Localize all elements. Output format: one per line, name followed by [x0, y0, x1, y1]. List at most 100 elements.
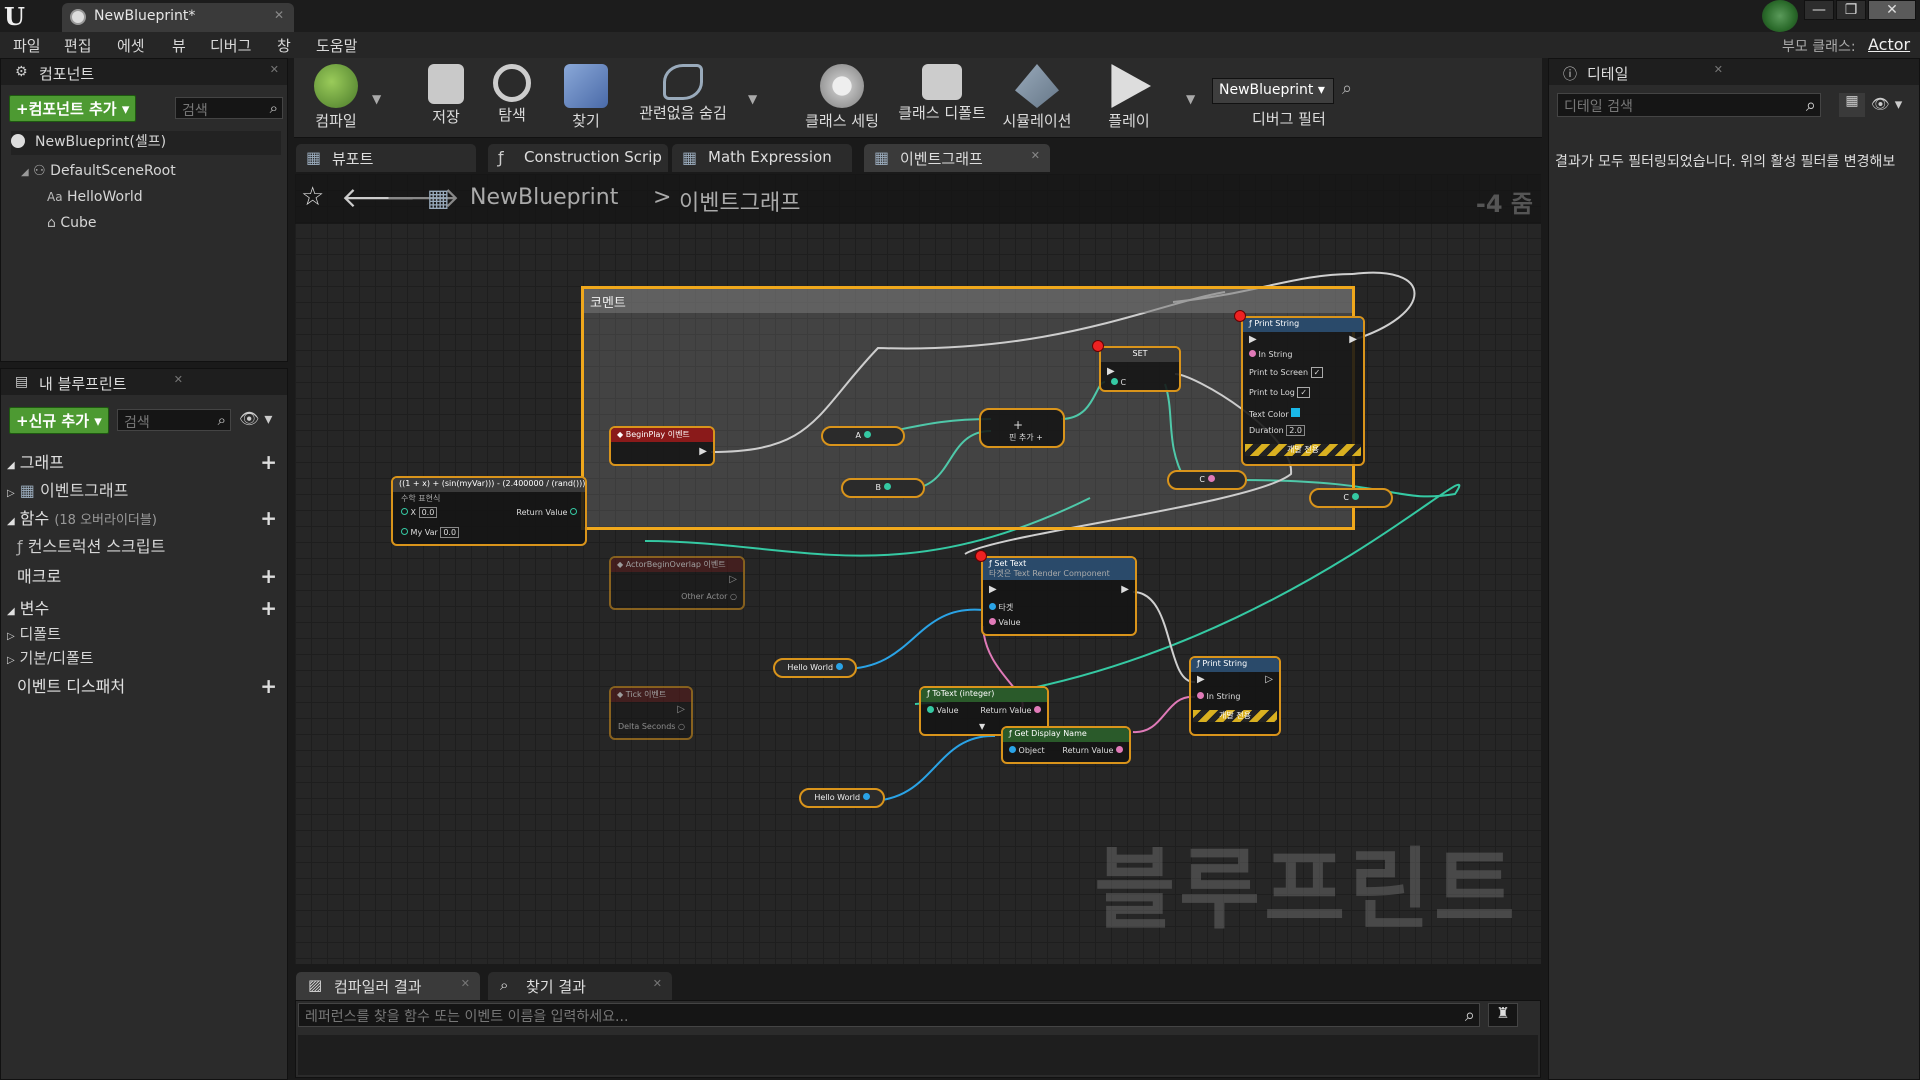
close-tab-icon[interactable]: ✕	[652, 977, 662, 990]
exec-out-pin-icon[interactable]: ▶	[1349, 334, 1357, 345]
exec-in-pin-icon[interactable]: ▶	[1249, 334, 1257, 345]
pin-other-actor[interactable]: Other Actor ○	[681, 592, 737, 601]
expand-arrow-icon[interactable]: ▷	[7, 655, 15, 666]
class-settings-button[interactable]: 클래스 세팅	[794, 58, 890, 136]
expand-arrow-icon[interactable]: ▷	[7, 631, 15, 642]
exec-out-pin-icon[interactable]: ▶	[699, 446, 707, 457]
pin-in-string[interactable]: In String	[1249, 350, 1292, 359]
source-control-icon[interactable]	[1762, 0, 1798, 32]
breakpoint-icon[interactable]	[1092, 340, 1104, 352]
pin-c[interactable]: C	[1111, 378, 1126, 387]
pin-duration[interactable]: Duration 2.0	[1249, 425, 1306, 436]
exec-out-pin-icon[interactable]: ▷	[1265, 674, 1273, 685]
document-tab[interactable]: NewBlueprint* ✕	[62, 3, 294, 32]
tree-item-self[interactable]: NewBlueprint(셀프)	[11, 131, 281, 155]
maximize-button[interactable]: ❐	[1836, 0, 1866, 20]
section-event-dispatchers[interactable]: 이벤트 디스패처 +	[1, 673, 287, 699]
menu-window[interactable]: 창	[277, 37, 291, 55]
pin-duration-value[interactable]: 2.0	[1286, 425, 1306, 436]
expand-arrow-icon[interactable]: ▷	[7, 488, 15, 499]
tree-item-default-scene-root[interactable]: ◢ ⚇ DefaultSceneRoot	[21, 163, 176, 179]
close-panel-icon[interactable]: ✕	[1713, 63, 1723, 76]
components-search-input[interactable]: 검색 ⌕	[175, 97, 283, 119]
section-graphs[interactable]: ◢ 그래프 +	[1, 449, 287, 475]
pin-return-value[interactable]: Return Value	[1062, 746, 1123, 755]
close-tab-icon[interactable]: ✕	[1030, 149, 1040, 162]
item-base-default-category[interactable]: ▷ 기본/디폴트	[7, 647, 94, 668]
close-window-button[interactable]: ✕	[1868, 0, 1916, 20]
node-print-string-2[interactable]: ƒ Print String ▶ ▷ In String 개발 전용	[1189, 656, 1281, 736]
node-var-c-getter[interactable]: C	[1167, 470, 1247, 490]
comment-box[interactable]: 코멘트	[581, 286, 1355, 530]
debug-search-icon[interactable]: ⌕	[1342, 78, 1353, 99]
expand-options-icon[interactable]: ▼	[979, 722, 986, 731]
pin-value[interactable]: Value	[927, 706, 959, 715]
pin-delta-seconds[interactable]: Delta Seconds ○	[617, 722, 685, 731]
pin-x-value[interactable]: 0.0	[418, 507, 438, 518]
tab-compiler-results[interactable]: ▨컴파일러 결과 ✕	[296, 972, 480, 1000]
find-button[interactable]: 찾기	[546, 58, 626, 136]
simulation-button[interactable]: 시뮬레이션	[994, 58, 1080, 136]
item-default-category[interactable]: ▷ 디폴트	[7, 623, 61, 644]
tab-viewport[interactable]: ▦뷰포트	[296, 144, 476, 172]
node-hello-world-ref[interactable]: Hello World	[773, 658, 857, 678]
menu-edit[interactable]: 편집	[64, 37, 92, 55]
close-tab-icon[interactable]: ✕	[273, 8, 284, 22]
event-graph-canvas[interactable]: ☆ 🡐 🡒 ▦ NewBlueprint > 이벤트그래프 -4 줌 코멘트 (…	[295, 174, 1541, 964]
breadcrumb-blueprint[interactable]: NewBlueprint	[470, 185, 619, 210]
close-tab-icon[interactable]: ✕	[460, 977, 470, 990]
exec-in-pin-icon[interactable]: ▶	[1107, 366, 1115, 377]
view-options-eye-icon[interactable]: 👁 ▾	[239, 409, 273, 428]
save-button[interactable]: 저장	[406, 58, 486, 136]
node-begin-play[interactable]: ◆ BeginPlay 이벤트 ▶	[609, 426, 715, 466]
add-graph-icon[interactable]: +	[260, 450, 277, 474]
tree-item-cube[interactable]: ⌂ Cube	[47, 215, 97, 231]
checkbox-checked-icon[interactable]: ✓	[1310, 367, 1324, 378]
node-var-b[interactable]: B	[841, 478, 925, 498]
exec-in-pin-icon[interactable]: ▶	[1197, 674, 1205, 685]
pin-value[interactable]: Value	[989, 618, 1021, 627]
pin-object[interactable]: Object	[1009, 746, 1045, 755]
pin-print-to-log[interactable]: Print to Log ✓	[1249, 387, 1311, 398]
menu-debug[interactable]: 디버그	[210, 37, 252, 55]
pin-return-value[interactable]: Return Value	[516, 508, 577, 517]
node-get-display-name[interactable]: ƒ Get Display Name Object Return Value	[1001, 726, 1131, 764]
minimize-button[interactable]: —	[1804, 0, 1834, 20]
add-dispatcher-icon[interactable]: +	[260, 674, 277, 698]
checkbox-checked-icon[interactable]: ✓	[1297, 387, 1311, 398]
play-options-dropdown[interactable]: ▼	[1186, 92, 1196, 106]
pin-print-to-screen[interactable]: Print to Screen ✓	[1249, 367, 1324, 378]
pin-x[interactable]: X 0.0	[401, 507, 438, 518]
add-macro-icon[interactable]: +	[260, 564, 277, 588]
tree-item-hello-world[interactable]: Aa HelloWorld	[47, 189, 143, 205]
pin-myvar[interactable]: My Var 0.0	[401, 527, 460, 538]
favorite-star-icon[interactable]: ☆	[301, 182, 325, 212]
collapse-arrow-icon[interactable]: ◢	[7, 516, 15, 527]
tab-find-results[interactable]: ⌕찾기 결과 ✕	[488, 972, 672, 1000]
breakpoint-icon[interactable]	[975, 550, 987, 562]
node-print-string[interactable]: ƒ Print String ▶ ▶ In String Print to Sc…	[1241, 316, 1365, 466]
item-construction-script[interactable]: ƒ 컨스트럭션 스크립트	[17, 533, 165, 557]
add-pin-button[interactable]: 핀 추가 +	[1009, 433, 1043, 442]
find-references-input[interactable]: 레퍼런스를 찾을 함수 또는 이벤트 이름을 입력하세요... ⌕	[298, 1003, 1480, 1027]
add-new-button[interactable]: +신규 추가 ▾	[9, 407, 109, 434]
menu-asset[interactable]: 에셋	[117, 37, 145, 55]
node-tick[interactable]: ◆ Tick 이벤트 ▷ Delta Seconds ○	[609, 686, 693, 740]
parent-class-link[interactable]: Actor	[1868, 35, 1911, 54]
play-button[interactable]: 플레이	[1094, 58, 1164, 136]
item-event-graph[interactable]: ▷ ▦ 이벤트그래프	[7, 477, 128, 501]
hide-unrelated-button[interactable]: 관련없음 숨김	[628, 58, 738, 136]
menu-file[interactable]: 파일	[13, 37, 41, 55]
debug-object-select[interactable]: NewBlueprint ▾	[1212, 78, 1334, 104]
node-var-c2[interactable]: C	[1309, 488, 1393, 508]
exec-out-pin-icon[interactable]: ▷	[729, 574, 737, 585]
find-in-all-binoculars-icon[interactable]: ♜	[1488, 1003, 1518, 1027]
add-function-icon[interactable]: +	[260, 506, 277, 530]
tab-math-expression[interactable]: ▦Math Expression	[672, 144, 852, 172]
pin-in-string[interactable]: In String	[1197, 692, 1240, 701]
back-arrow-icon[interactable]: 🡐	[341, 181, 417, 214]
pin-myvar-value[interactable]: 0.0	[440, 527, 460, 538]
node-var-a[interactable]: A	[821, 426, 905, 446]
